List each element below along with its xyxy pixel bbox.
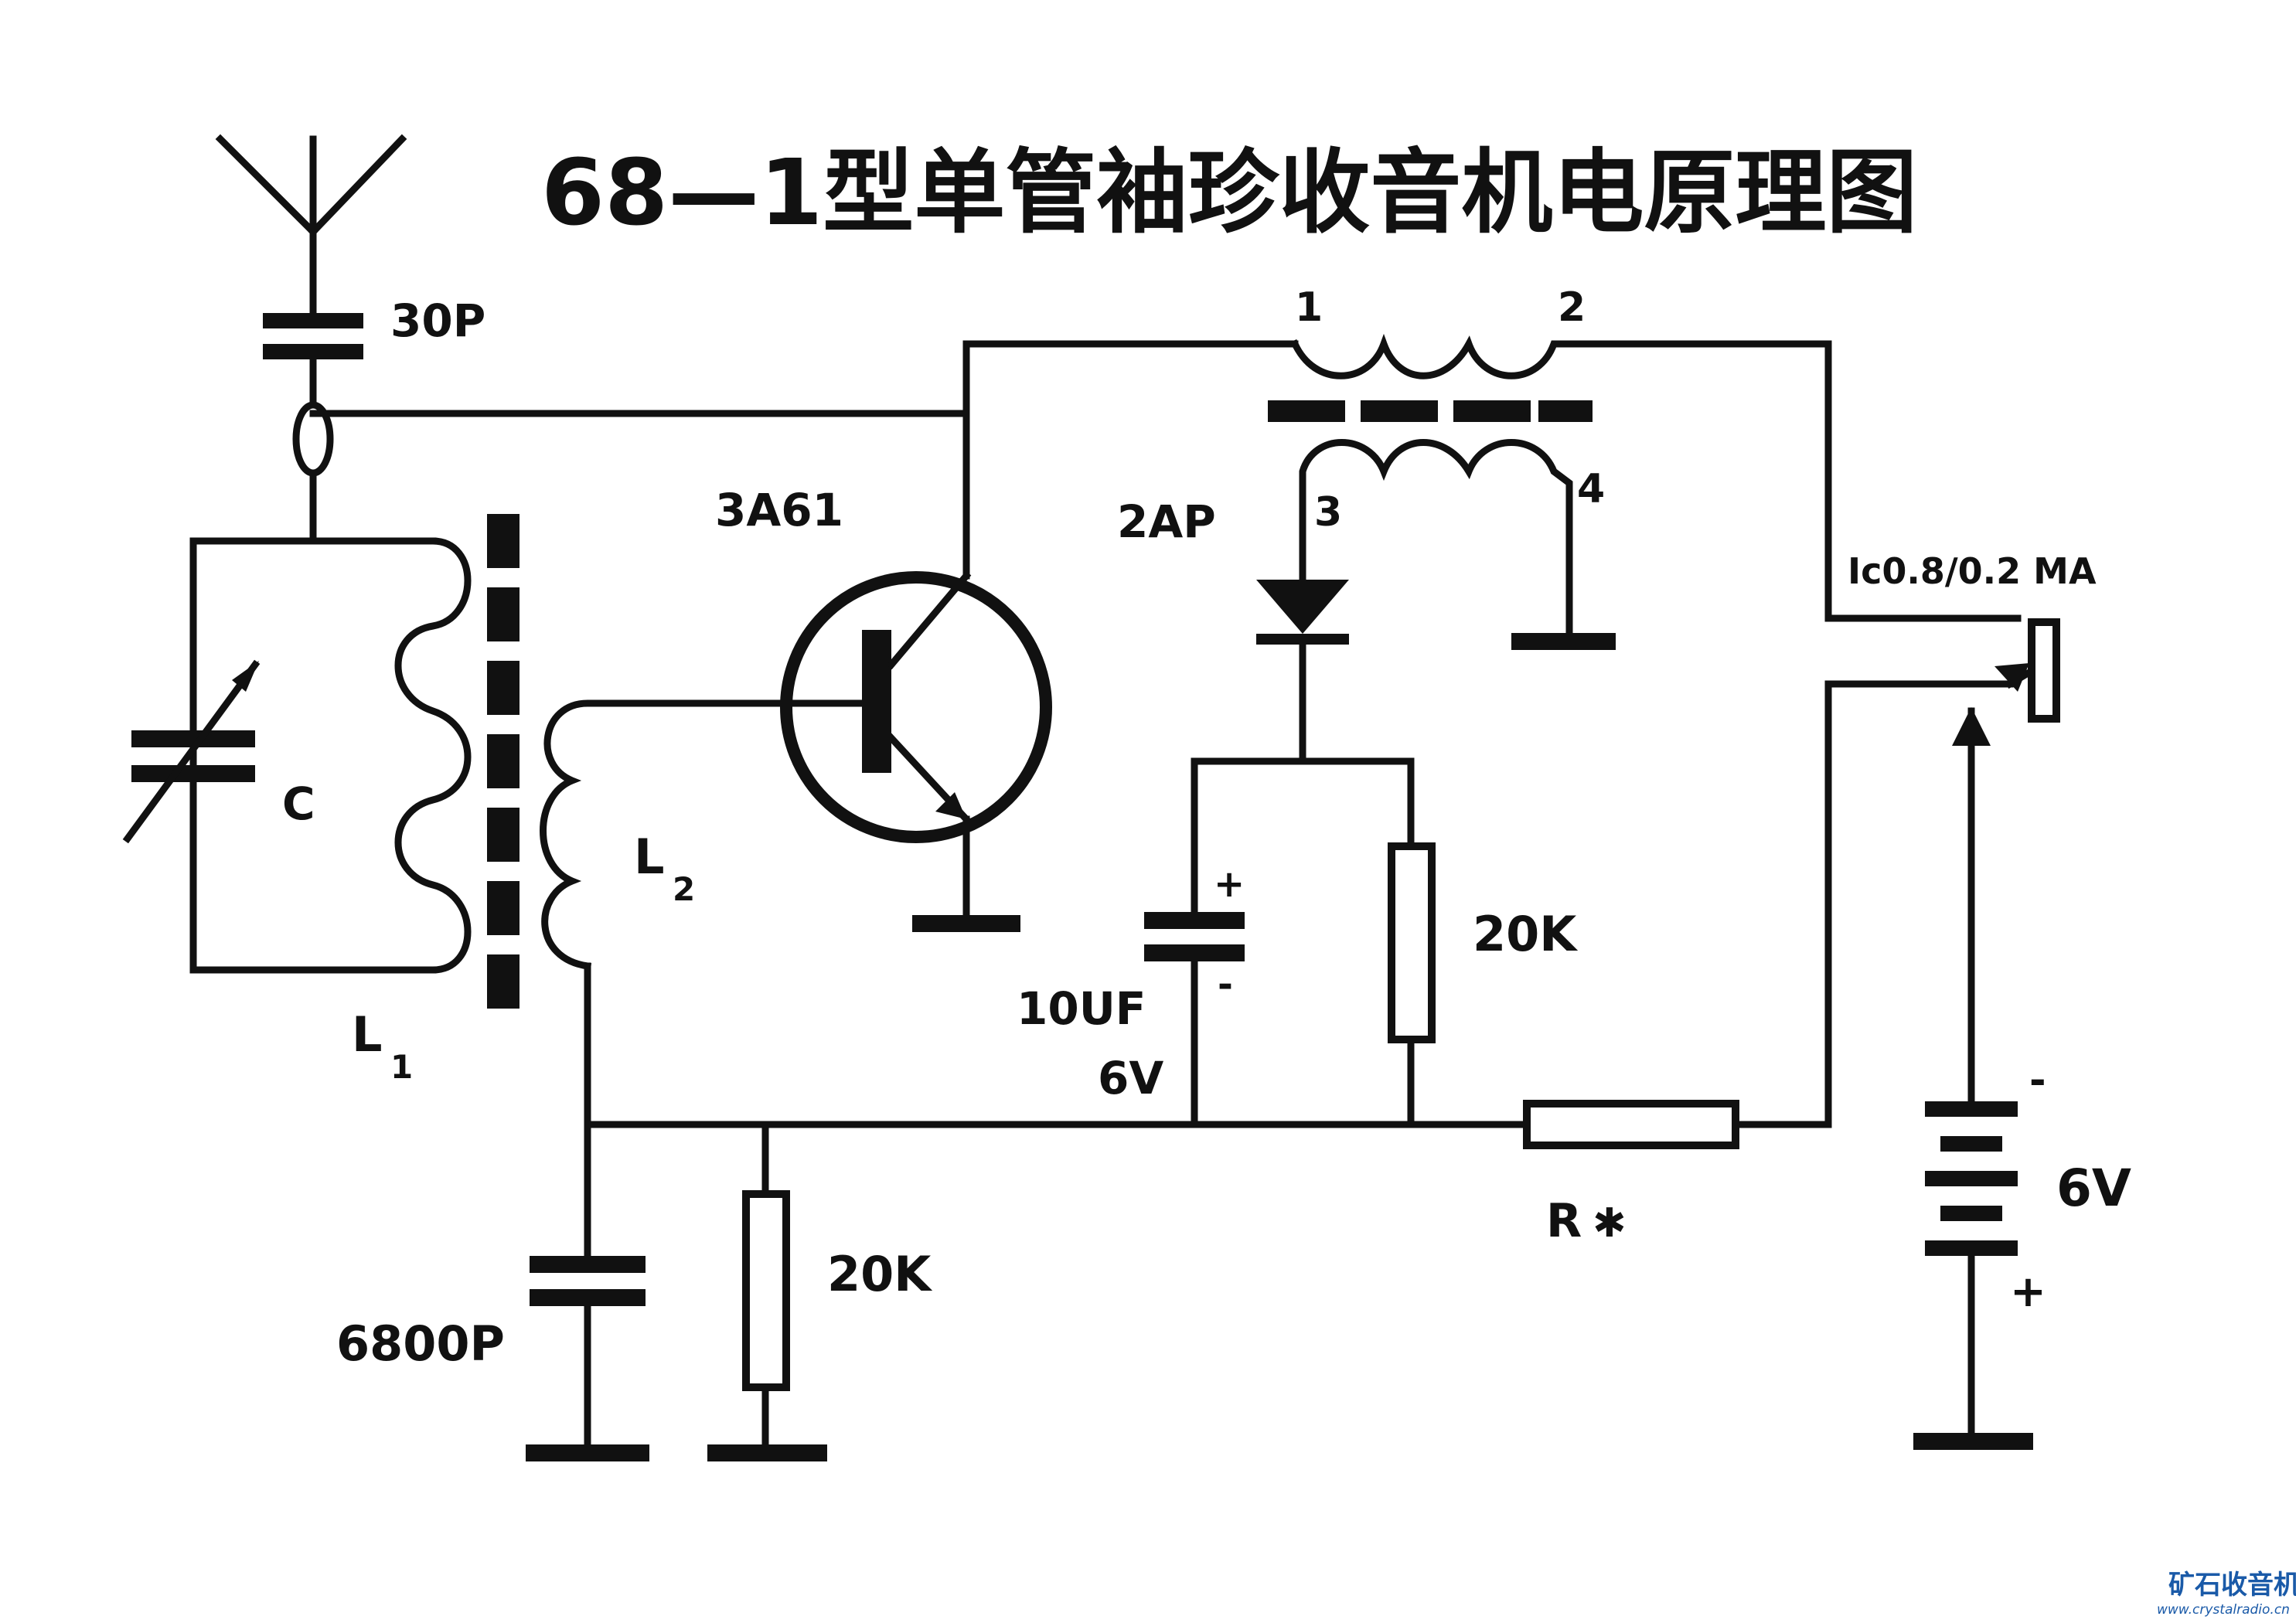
page-title: 68—1型单管袖珍收音机电原理图 xyxy=(541,139,1917,246)
watermark-sub-text: www.crystalradio.cn xyxy=(2157,1602,2290,1618)
meter-return-wire xyxy=(1732,680,2014,1128)
battery-plus-label: + xyxy=(2010,1267,2046,1317)
tuning-circuit xyxy=(189,537,472,974)
coil-l1-label: L xyxy=(352,1006,383,1063)
battery-minus-label: - xyxy=(2029,1057,2046,1104)
current-meter-label: Ic0.8/0.2 MA xyxy=(1848,550,2097,592)
coil-l2 xyxy=(540,699,785,1128)
ferrite-rod xyxy=(487,514,519,1009)
transformer-pin2-label: 2 xyxy=(1558,284,1586,331)
resistor-r-star xyxy=(1523,1100,1739,1149)
transformer-pin1-label: 1 xyxy=(1295,284,1323,331)
battery-voltage-label: 6V xyxy=(2056,1159,2131,1218)
antenna-cap-label: 30P xyxy=(390,294,485,347)
variable-capacitor xyxy=(122,659,261,844)
coil-l2-label: L xyxy=(634,829,665,885)
watermark-main-text: 矿石收音机 xyxy=(2168,1570,2296,1601)
diode-2ap xyxy=(1256,560,1349,765)
battery-6v xyxy=(1913,707,2033,1450)
antenna-symbol xyxy=(215,134,407,290)
antenna-capacitor xyxy=(263,282,363,545)
cap-minus-label: - xyxy=(1218,963,1233,1006)
electrolytic-cap-value-label: 10UF xyxy=(1017,982,1146,1035)
tuning-cap-label: C xyxy=(282,777,315,830)
resistor-r-mark: ✱ xyxy=(1593,1200,1627,1247)
bypass-cap-label: 6800P xyxy=(336,1315,505,1372)
resistor-bottom xyxy=(707,1121,827,1461)
resistor-top-label: 20K xyxy=(1473,906,1578,962)
coil-l1-subscript: 1 xyxy=(390,1048,413,1086)
output-transformer xyxy=(962,333,1832,650)
watermark: 矿石收音机 www.crystalradio.cn xyxy=(2157,1570,2296,1618)
bypass-capacitor xyxy=(526,1121,649,1461)
transformer-pin4-label: 4 xyxy=(1577,466,1605,512)
cap-plus-label: + xyxy=(1214,863,1245,906)
electrolytic-cap-voltage-label: 6V xyxy=(1098,1052,1163,1104)
transistor-label: 3A61 xyxy=(715,484,843,536)
transformer-pin3-label: 3 xyxy=(1314,489,1342,536)
transistor-3a61 xyxy=(777,570,1052,932)
resistor-bottom-label: 20K xyxy=(827,1246,932,1302)
detector-network xyxy=(1144,757,1436,1128)
current-meter-jack xyxy=(1824,614,2060,723)
resistor-r-label: R xyxy=(1546,1194,1582,1248)
coil-l2-subscript: 2 xyxy=(673,870,695,908)
collector-feed-wire xyxy=(309,410,970,580)
diode-label: 2AP xyxy=(1117,495,1216,548)
